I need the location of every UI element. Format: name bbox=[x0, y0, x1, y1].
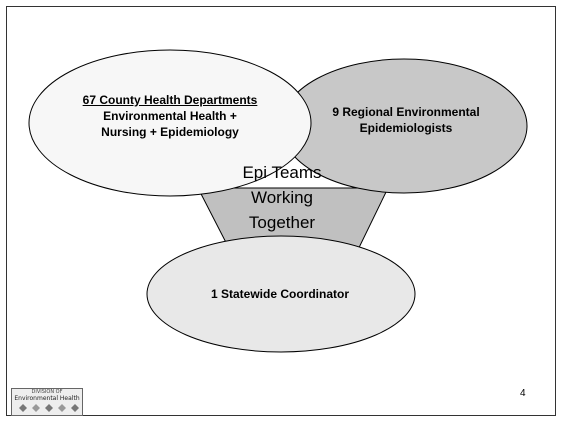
division-logo: DIVISION OF Environmental Health bbox=[11, 388, 83, 416]
center-line-1: Epi Teams bbox=[242, 163, 322, 182]
logo-text-main: Environmental Health bbox=[14, 395, 80, 402]
page-number: 4 bbox=[520, 388, 526, 399]
county-line-1: Environmental Health + bbox=[103, 109, 237, 123]
county-ellipse bbox=[28, 49, 312, 197]
county-label: 67 County Health Departments Environment… bbox=[50, 92, 290, 140]
center-label: Epi Teams Working Together bbox=[212, 160, 352, 235]
regional-line-1: 9 Regional Environmental bbox=[332, 105, 480, 119]
county-line-2: Nursing + Epidemiology bbox=[101, 125, 239, 139]
coordinator-ellipse bbox=[146, 235, 416, 353]
coordinator-label: 1 Statewide Coordinator bbox=[210, 287, 350, 301]
regional-line-2: Epidemiologists bbox=[359, 121, 453, 135]
center-line-2: Working bbox=[250, 188, 314, 207]
logo-text-top: DIVISION OF bbox=[31, 389, 63, 395]
logo-emblem-icon bbox=[19, 404, 79, 412]
center-line-3: Together bbox=[248, 213, 316, 232]
county-title: 67 County Health Departments bbox=[82, 93, 258, 107]
regional-label: 9 Regional Environmental Epidemiologists bbox=[306, 104, 506, 136]
